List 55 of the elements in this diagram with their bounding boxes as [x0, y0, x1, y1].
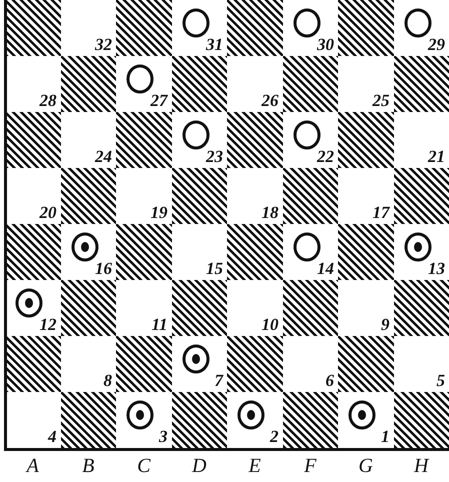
square-number: 25 [372, 92, 390, 109]
square-number: 6 [326, 372, 334, 389]
dotted-checker-piece [237, 400, 265, 432]
square-number: 9 [381, 316, 390, 333]
square-number: 4 [48, 428, 56, 445]
square-number: 7 [214, 372, 223, 389]
column-letter: F [303, 456, 318, 476]
dotted-checker-piece [348, 400, 376, 432]
square-number: 19 [150, 204, 168, 221]
column-letter: B [81, 456, 96, 476]
dotted-checker-piece [182, 344, 210, 376]
column-letter: D [190, 456, 208, 476]
square-number: 21 [428, 148, 445, 165]
square-number: 32 [95, 36, 112, 53]
open-checker-piece [292, 120, 320, 152]
square-number: 18 [262, 204, 278, 221]
open-checker-piece [292, 232, 320, 264]
square-number: 26 [262, 92, 278, 109]
square-number: 31 [206, 36, 223, 53]
square-number: 13 [428, 260, 445, 277]
square-number: 3 [159, 428, 168, 445]
column-letter: G [358, 456, 374, 476]
square-number: 22 [317, 148, 334, 165]
square-number: 1 [381, 428, 390, 445]
square-number: 12 [40, 316, 56, 333]
dotted-checker-piece [404, 232, 432, 264]
open-checker-piece [404, 8, 432, 40]
board-square [172, 336, 227, 392]
open-checker-piece [182, 8, 210, 40]
square-number: 15 [206, 260, 223, 277]
open-checker-piece [182, 120, 210, 152]
dotted-checker-piece [15, 288, 43, 320]
square-number: 20 [40, 204, 56, 221]
square-number: 29 [428, 36, 445, 53]
dotted-checker-piece [126, 400, 154, 432]
square-number: 16 [95, 260, 112, 277]
square-number: 10 [262, 316, 278, 333]
square-number: 30 [317, 36, 334, 53]
column-letter: A [24, 456, 40, 476]
column-letter: H [412, 456, 430, 476]
dotted-checker-piece [70, 232, 98, 264]
square-number: 24 [95, 148, 112, 165]
square-number: 28 [40, 92, 56, 109]
open-checker-piece [292, 8, 320, 40]
square-number: 14 [317, 260, 334, 277]
open-checker-piece [126, 64, 154, 96]
square-number: 27 [150, 92, 168, 109]
square-number: 11 [151, 316, 168, 333]
column-letter: C [136, 456, 152, 476]
square-number: 5 [436, 372, 445, 389]
column-letter: E [248, 456, 262, 476]
square-number: 8 [104, 372, 112, 389]
square-number: 2 [270, 428, 278, 445]
square-number: 23 [206, 148, 223, 165]
square-number: 17 [372, 204, 390, 221]
